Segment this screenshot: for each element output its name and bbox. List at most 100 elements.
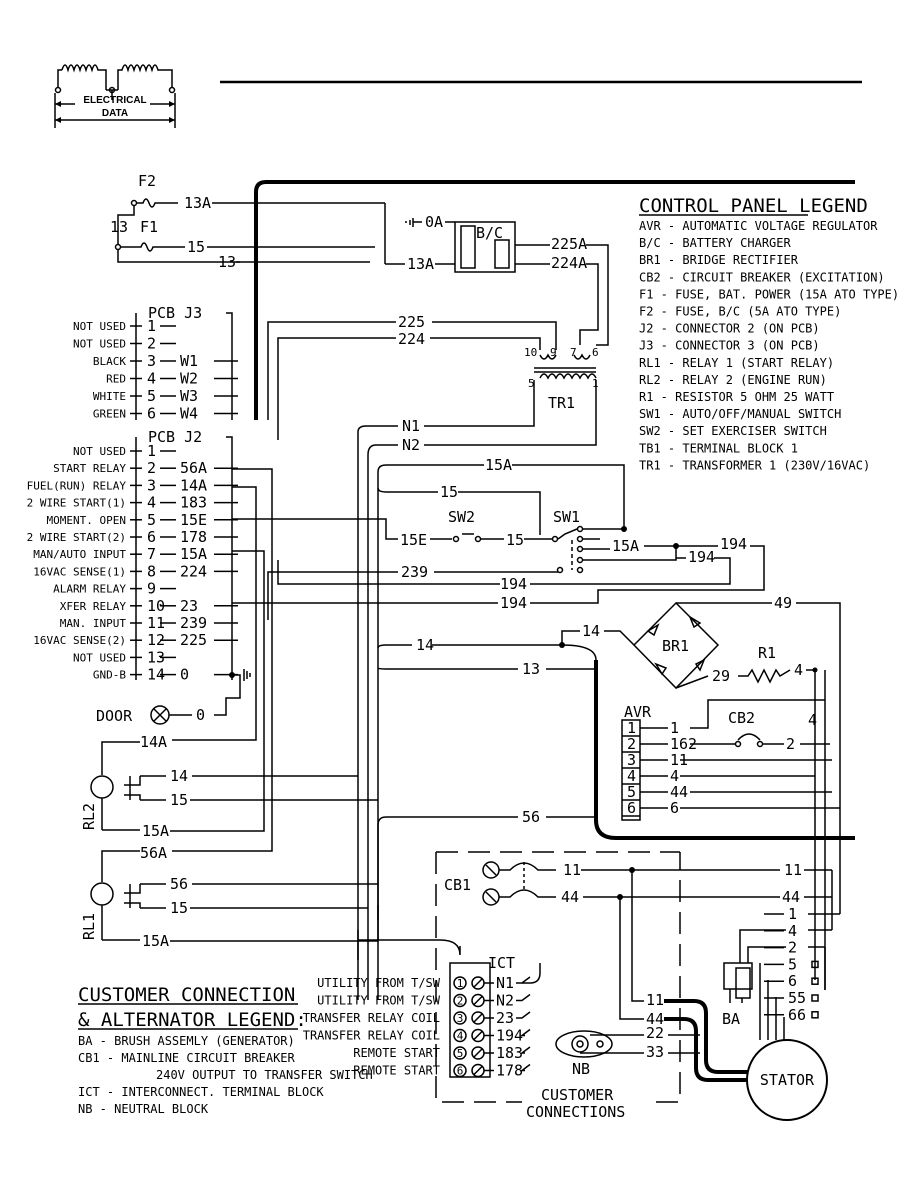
relay-rl2-contacts	[124, 775, 378, 801]
customer-legend-entry: CB1 - MAINLINE CIRCUIT BREAKER	[78, 1051, 296, 1065]
stator-lead-label: 4	[788, 922, 797, 940]
ict-screw-slot	[473, 995, 483, 1006]
pin-label: NOT USED	[73, 651, 126, 664]
ict-pin: 6	[457, 1065, 464, 1078]
bus-top	[254, 180, 855, 420]
nb-label: NB	[572, 1060, 590, 1078]
ict-terminal-number	[453, 1063, 467, 1078]
sw1-label: SW1	[553, 508, 580, 526]
ict-label: ICT	[488, 954, 515, 972]
relay-rl1-coil	[90, 882, 140, 941]
ict-row-label: UTILITY FROM T/SW	[317, 994, 441, 1008]
pin-label: 2 WIRE START(2)	[27, 531, 126, 544]
pin-label: GREEN	[93, 408, 126, 421]
wire-15-rl1: 15	[170, 899, 188, 917]
cb2-breaker	[734, 733, 764, 748]
ict-block	[449, 962, 491, 1078]
ict-terminal-number	[453, 993, 467, 1008]
n13-label: 13	[110, 218, 128, 236]
pin-label: START RELAY	[53, 462, 126, 475]
wire-n2: N2	[402, 436, 420, 454]
legend-entry: TR1 - TRANSFORMER 1 (230V/16VAC)	[639, 458, 870, 472]
pin-number: 2	[147, 459, 156, 477]
lead-terminal-icon	[811, 994, 819, 1002]
ict-pin: 5	[457, 1047, 464, 1060]
pin-number: 13	[147, 648, 165, 666]
legend-entry: AVR - AUTOMATIC VOLTAGE REGULATOR	[639, 219, 878, 233]
wire-44-right: 44	[782, 888, 800, 906]
customer-connections-1: CUSTOMER	[541, 1086, 614, 1104]
avr-block	[621, 719, 641, 821]
pin-wire-label: 15A	[180, 545, 207, 563]
wire-4-r1: 4	[794, 661, 803, 679]
battery-charger: B/C	[405, 218, 516, 273]
wire-194-c: 194	[500, 575, 527, 593]
wire-11-box: 11	[646, 991, 664, 1009]
pin-number: 10	[147, 597, 165, 615]
customer-legend: BA - BRUSH ASSEMLY (GENERATOR)CB1 - MAIN…	[78, 1034, 373, 1116]
stator-lead-label: 66	[788, 1006, 806, 1024]
legend-entry: J2 - CONNECTOR 2 (ON PCB)	[639, 322, 820, 336]
ict-terminal-number	[453, 1046, 467, 1060]
ict-screw-slot	[473, 1065, 483, 1076]
wire-14-br: 14	[582, 622, 600, 640]
cb2-label: CB2	[728, 709, 755, 727]
tr1-terminal-7: 7	[570, 346, 577, 359]
pin-wire-label: W2	[180, 370, 198, 388]
pin-wire-label: W3	[180, 387, 198, 405]
ict-pin: 4	[457, 1030, 464, 1043]
r1-label: R1	[758, 644, 776, 662]
pin-label: MAN/AUTO INPUT	[33, 548, 126, 561]
legend-entry: BR1 - BRIDGE RECTIFIER	[639, 253, 799, 267]
wire-n1: N1	[402, 417, 420, 435]
relay-rl1-contacts	[124, 883, 378, 909]
bc-label: B/C	[476, 224, 503, 242]
avr-label: AVR	[624, 703, 652, 721]
customer-legend-title-1: CUSTOMER CONNECTION	[78, 984, 295, 1006]
wire-15-rl2: 15	[170, 791, 188, 809]
pin-label: WHITE	[93, 390, 126, 403]
wire-15: 15	[187, 238, 205, 256]
ict-screw-slot	[473, 978, 483, 988]
avr-pin: 4	[627, 767, 636, 785]
pin-number: 1	[147, 442, 156, 460]
pin-number: 9	[147, 580, 156, 598]
pin-label: NOT USED	[73, 338, 126, 351]
pin-number: 14	[147, 666, 165, 684]
stator-lead-label: 55	[788, 989, 806, 1007]
wire-56: 56	[522, 808, 540, 826]
cb1-label: CB1	[444, 876, 471, 894]
pin-label: 16VAC SENSE(2)	[33, 634, 126, 647]
ict-row-label: REMOTE START	[353, 1064, 440, 1078]
wire-194-d: 194	[500, 594, 527, 612]
pin-number: 4	[147, 370, 156, 388]
wire-4-right: 4	[808, 711, 817, 729]
ict-terminal-number	[453, 1028, 467, 1043]
pin-wire-label: 23	[180, 597, 198, 615]
pin-label: MAN. INPUT	[60, 617, 127, 630]
ict-wire	[519, 1063, 531, 1072]
ict-terminal-number	[453, 1011, 467, 1025]
ict-screw-slot	[473, 1030, 483, 1041]
wire-15a-sw1: 15A	[612, 537, 639, 555]
pin-wire-label: 225	[180, 631, 207, 649]
pin-label: ALARM RELAY	[53, 583, 126, 596]
avr-wire-label: 6	[670, 799, 679, 817]
wire-11-cb1: 11	[563, 861, 581, 879]
pin-label: MOMENT. OPEN	[47, 514, 126, 527]
stator-lead-label: 2	[788, 939, 797, 957]
pin-wire-label: W4	[180, 405, 198, 423]
customer-legend-entry: NB - NEUTRAL BLOCK	[78, 1102, 209, 1116]
ba-label: BA	[722, 1010, 740, 1028]
wire-13a-bc: 13A	[407, 255, 434, 273]
pin-number: 8	[147, 562, 156, 580]
pin-wire-label: 239	[180, 614, 207, 632]
ict-pin: 2	[457, 995, 464, 1008]
legend-entry: RL1 - RELAY 1 (START RELAY)	[639, 356, 834, 370]
avr-wire-label: 4	[670, 767, 679, 785]
stator-lead-label: 5	[788, 955, 797, 973]
electrical-data-logo: ELECTRICAL DATA	[54, 64, 176, 128]
